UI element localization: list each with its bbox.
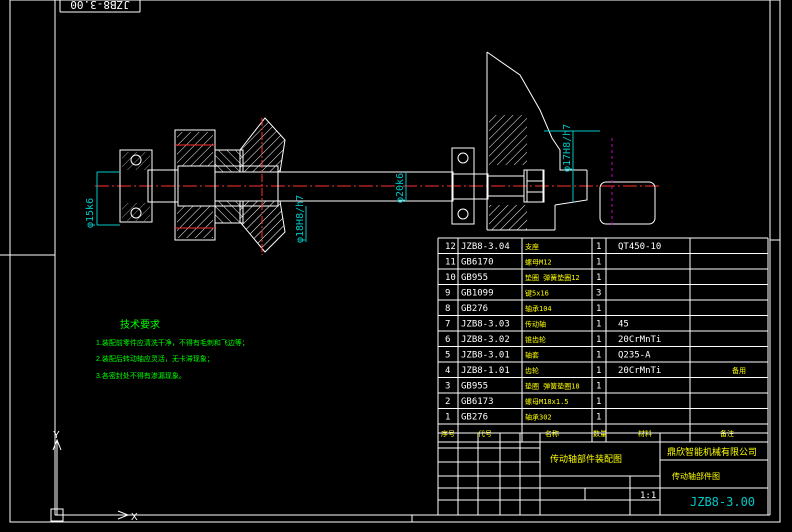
part-name: 齿轮	[525, 366, 539, 375]
part-no: 9	[445, 289, 450, 299]
part-material: QT450-10	[618, 242, 661, 252]
part-name: 键5x16	[525, 289, 549, 298]
part-material: 20CrMnTi	[618, 335, 661, 345]
dim-right: φ17H8/h7	[562, 124, 573, 172]
ucs-x-label: X	[131, 512, 138, 523]
part-qty: 1	[596, 366, 601, 376]
drawing-number: JZB8-3.00	[690, 495, 755, 509]
part-qty: 1	[596, 273, 601, 283]
part-qty: 1	[596, 304, 601, 314]
part-qty: 3	[596, 289, 601, 299]
ucs-icon: Y X	[50, 430, 138, 523]
part-note: 备用	[732, 366, 746, 375]
part-code: GB276	[461, 304, 488, 314]
part-code: JZB8-1.01	[461, 366, 510, 376]
part-qty: 1	[596, 320, 601, 330]
part-no: 6	[445, 335, 450, 345]
part-code: GB955	[461, 382, 488, 392]
part-code: GB1099	[461, 289, 494, 299]
tech-req-item: 1.装配前零件应清洗干净，不得有毛刺和飞边等；	[96, 338, 249, 347]
part-code: GB6173	[461, 397, 494, 407]
spur-gear	[174, 129, 216, 241]
part-code: JZB8-3.04	[461, 242, 510, 252]
part-code: JZB8-3.03	[461, 320, 510, 330]
sheet-border	[9, 0, 781, 523]
tech-req-heading: 技术要求	[120, 318, 160, 331]
tech-req-item: 2.装配后转动轴应灵活，无卡滞现象；	[96, 354, 214, 363]
dim-left-bearing: φ15k6	[85, 198, 96, 228]
part-qty: 1	[596, 382, 601, 392]
part-name: 螺母M12	[525, 258, 552, 267]
part-name: 垫圈 弹簧垫圈12	[525, 273, 580, 282]
sleeve	[214, 149, 244, 224]
ucs-y-label: Y	[53, 430, 60, 441]
part-code: GB955	[461, 273, 488, 283]
dimension-lines	[96, 130, 600, 242]
part-name: 传动轴	[525, 320, 546, 329]
part-name: 轴承302	[525, 413, 552, 422]
part-name: 轴套	[525, 351, 539, 360]
part-no: 1	[445, 413, 450, 423]
scale: 1:1	[640, 491, 656, 501]
part-no: 8	[445, 304, 450, 314]
left-bearing	[119, 149, 153, 223]
right-bearing	[451, 147, 475, 225]
part-no: 12	[445, 242, 456, 252]
part-code: GB6170	[461, 258, 494, 268]
part-qty: 1	[596, 413, 601, 423]
part-no: 4	[445, 366, 450, 376]
bevel-gear	[239, 117, 286, 255]
part-material: 20CrMnTi	[618, 366, 661, 376]
title-block: 传动轴部件装配图 鼎欣智能机械有限公司 传动轴部件图 1:1 JZB8-3.00	[437, 432, 769, 516]
part-no: 10	[445, 273, 456, 283]
dim-gear-bore: φ18H8/h7	[295, 195, 306, 243]
part-material: 45	[618, 320, 629, 330]
part-code: GB276	[461, 413, 488, 423]
dim-shaft: φ20k6	[395, 173, 406, 203]
company-name: 鼎欣智能机械有限公司	[667, 446, 757, 457]
part-qty: 1	[596, 351, 601, 361]
assembly-name: 传动轴部件装配图	[550, 453, 622, 464]
part-code: JZB8-3.02	[461, 335, 510, 345]
part-qty: 1	[596, 258, 601, 268]
shaft	[147, 165, 545, 207]
tech-requirements: 技术要求 1.装配前零件应清洗干净，不得有毛刺和飞边等； 2.装配后转动轴应灵活…	[96, 318, 249, 380]
part-name: 轴承104	[525, 304, 552, 313]
part-qty: 1	[596, 397, 601, 407]
part-qty: 1	[596, 335, 601, 345]
part-name: 垫圈 弹簧垫圈18	[525, 382, 580, 391]
part-no: 7	[445, 320, 450, 330]
part-no: 5	[445, 351, 450, 361]
upper-stamp: JZB8-3.00	[59, 0, 141, 13]
part-material: Q235-A	[618, 351, 651, 361]
part-title: 传动轴部件图	[672, 471, 720, 481]
part-name: 锥齿轮	[525, 335, 546, 344]
part-no: 3	[445, 382, 450, 392]
part-no: 2	[445, 397, 450, 407]
part-name: 螺母M18x1.5	[525, 397, 569, 406]
upper-stamp-text: JZB8-3.00	[70, 0, 130, 11]
support-housing	[486, 51, 656, 231]
part-qty: 1	[596, 242, 601, 252]
nut	[526, 169, 544, 203]
part-code: JZB8-3.01	[461, 351, 510, 361]
tech-req-item: 3.各密封处不得有渗漏现象。	[96, 371, 186, 380]
part-name: 支座	[525, 242, 539, 251]
part-no: 11	[445, 258, 456, 268]
